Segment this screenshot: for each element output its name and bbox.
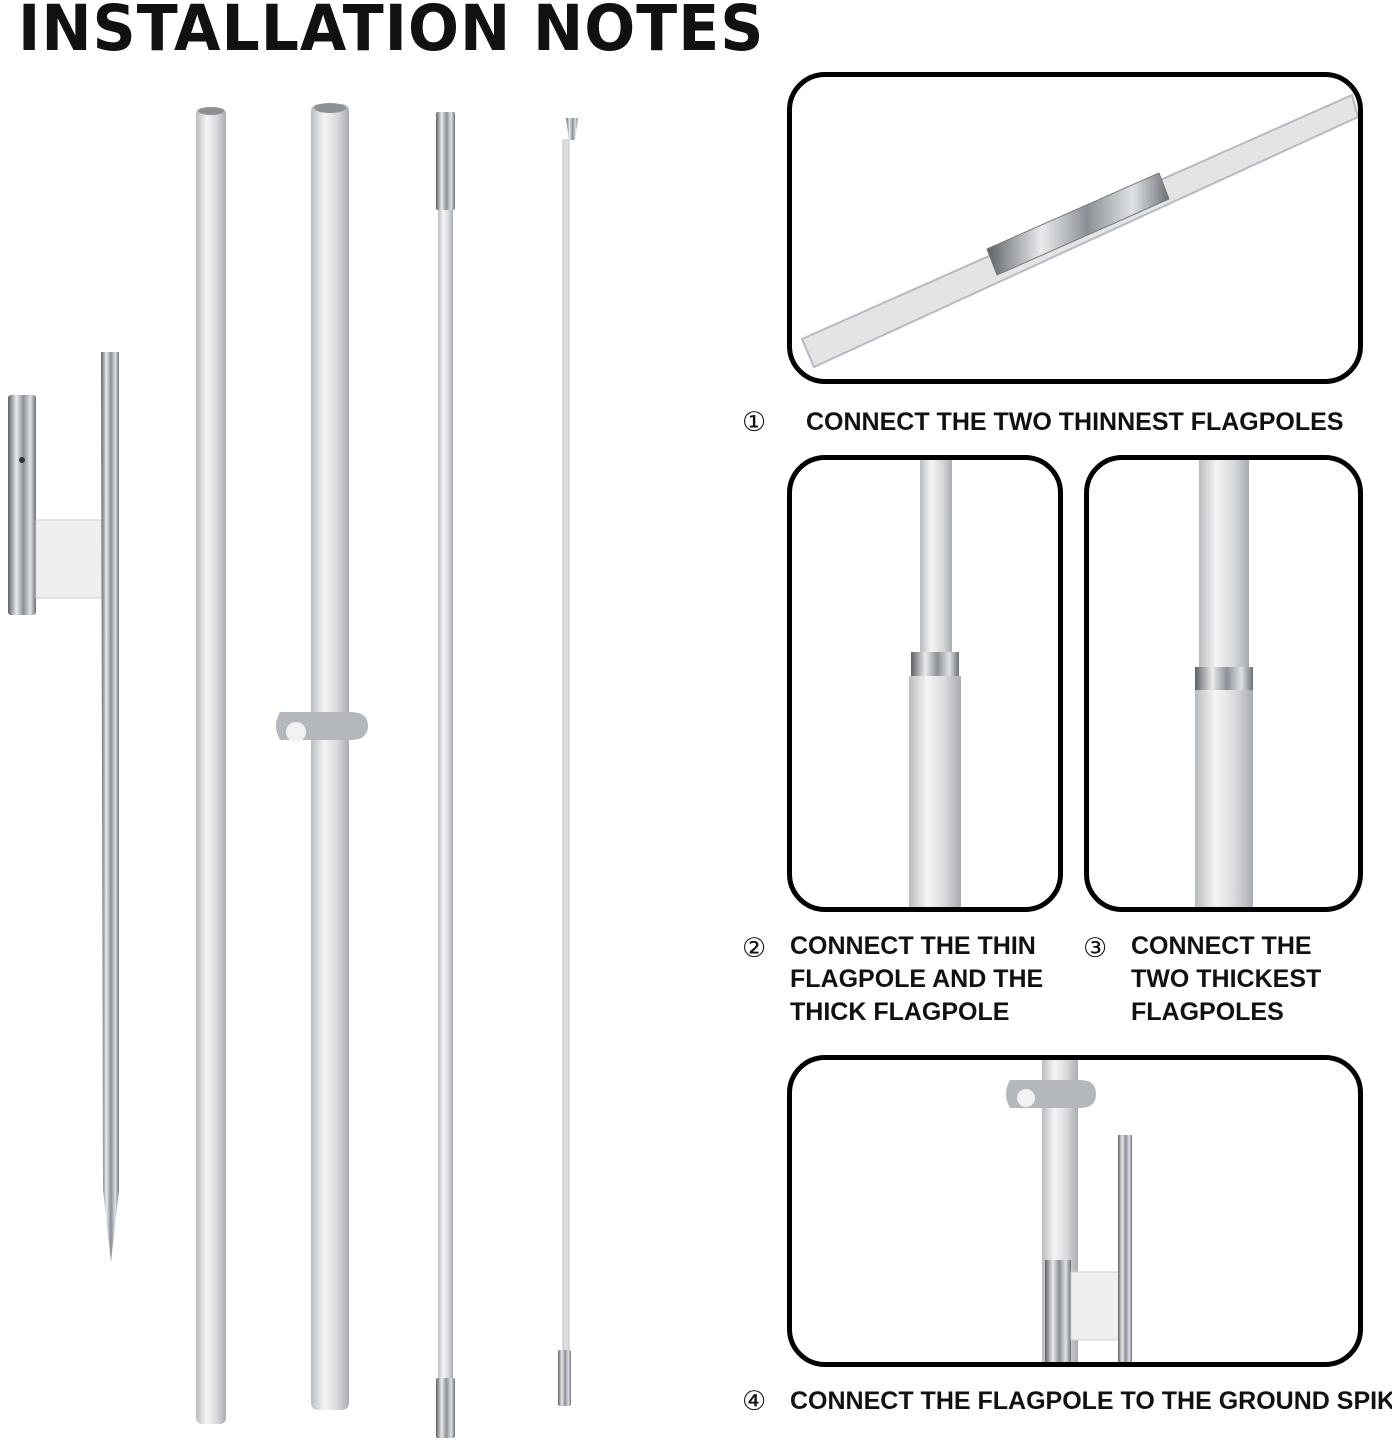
pole-on-ground-spike-illustration <box>1006 1060 1132 1362</box>
step4-image-panel <box>787 1055 1363 1367</box>
step3-text: CONNECT THE TWO THICKEST FLAGPOLES <box>1131 932 1322 1026</box>
thick-pole <box>196 107 226 1424</box>
thick-pole-with-clip <box>276 103 368 1410</box>
step2-caption: ② CONNECT THE THIN FLAGPOLE AND THE THIC… <box>742 930 1062 1040</box>
step3-caption: ③ CONNECT THE TWO THICKEST FLAGPOLES <box>1083 930 1383 1040</box>
thin-pole <box>436 112 455 1438</box>
step4-text: CONNECT THE FLAGPOLE TO THE GROUND SPIKE <box>790 1387 1392 1415</box>
step4-number: ④ <box>742 1386 767 1417</box>
step3-number: ③ <box>1083 933 1108 964</box>
step1-number: ① <box>742 407 767 438</box>
fiberglass-top <box>558 118 578 1406</box>
step2-number: ② <box>742 933 767 964</box>
step2-text: CONNECT THE THIN FLAGPOLE AND THE THICK … <box>790 932 1044 1026</box>
step3-image-panel <box>1084 455 1363 912</box>
step2-image-panel <box>787 455 1063 912</box>
thin-to-thick-joint-illustration <box>909 460 961 907</box>
ground-spike <box>8 352 119 1262</box>
step1-image-panel <box>787 72 1363 384</box>
thick-poles-joint-illustration <box>1195 460 1253 907</box>
pole-parts-illustration <box>8 103 578 1438</box>
step1-text: CONNECT THE TWO THINNEST FLAGPOLES <box>806 408 1344 436</box>
page-title: INSTALLATION NOTES <box>18 0 765 66</box>
thin-poles-joint-illustration <box>800 93 1358 369</box>
